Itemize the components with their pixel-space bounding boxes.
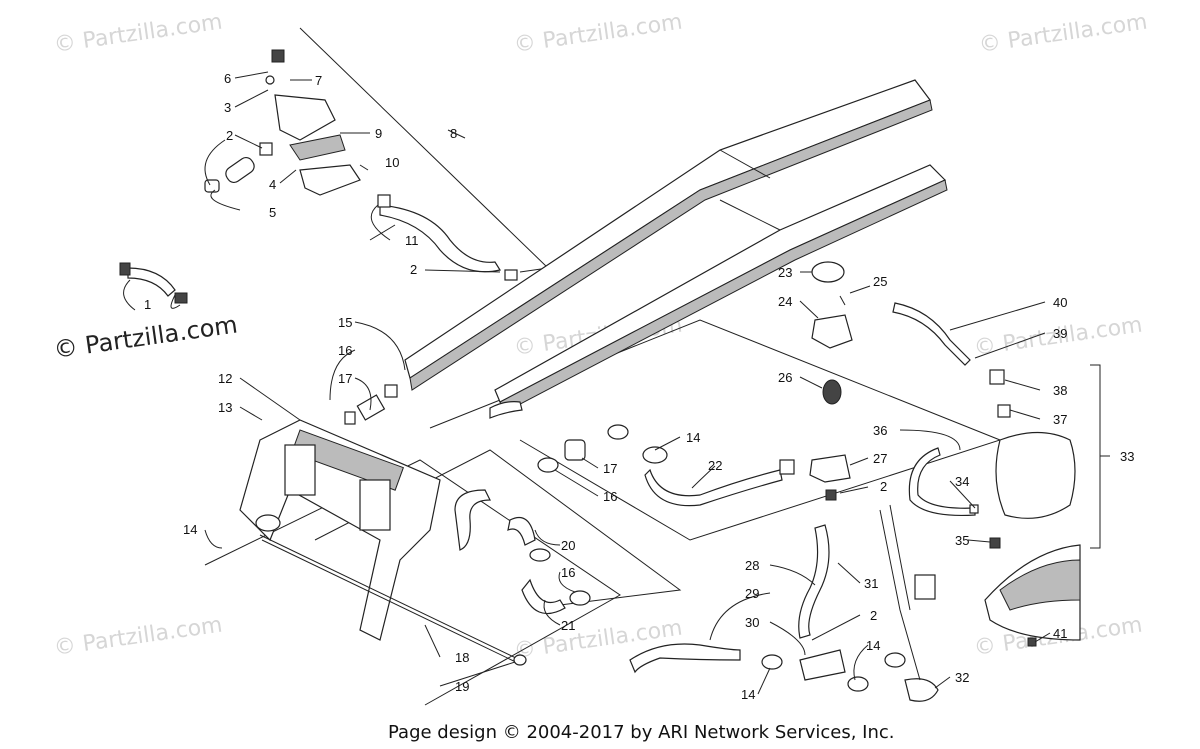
callout-14: 14 [686,430,700,445]
callout-32: 32 [955,670,969,685]
leader-lines [123,71,1051,695]
callout-26: 26 [778,370,792,385]
coolant-bottle [892,302,1076,549]
callout-39: 39 [1053,326,1067,341]
watermark-text: © Partzilla.com [977,10,1149,58]
callout-22: 22 [708,458,722,473]
callout-12: 12 [218,371,232,386]
watermark-text: © Partzilla.com [512,10,684,58]
callout-13: 13 [218,400,232,415]
footer-credit: Page design © 2004-2017 by ARI Network S… [388,722,895,743]
callout-17: 17 [603,461,617,476]
heat-exchanger [404,79,948,413]
callout-37: 37 [1053,412,1067,427]
watermark-text: © Partzilla.com [52,10,224,58]
callout-5: 5 [269,205,276,220]
callout-14: 14 [741,687,755,702]
hose-1 [119,262,188,304]
callout-36: 36 [873,423,887,438]
callout-10: 10 [385,155,399,170]
callout-4: 4 [269,177,276,192]
callout-labels: 1 2 2 2 2 3 4 5 6 7 8 9 10 11 12 13 14 1… [144,71,1134,702]
callout-2: 2 [870,608,877,623]
callout-16: 16 [338,343,352,358]
callout-2: 2 [880,479,887,494]
callout-40: 40 [1053,295,1067,310]
callout-18: 18 [455,650,469,665]
callout-23: 23 [778,265,792,280]
callout-41: 41 [1053,626,1067,641]
callout-30: 30 [745,615,759,630]
side-panel [879,504,1081,681]
callout-7: 7 [315,73,322,88]
callout-14: 14 [183,522,197,537]
watermark-main: © Partzilla.com [52,310,239,364]
assembly-outlines [204,27,1110,706]
callout-11: 11 [405,233,419,248]
callout-3: 3 [224,100,231,115]
callout-31: 31 [864,576,878,591]
callout-20: 20 [561,538,575,553]
callout-38: 38 [1053,383,1067,398]
bulkhead-frame [239,419,527,666]
callout-16: 16 [603,489,617,504]
callout-14: 14 [866,638,880,653]
callout-24: 24 [778,294,792,309]
thermostat-assembly [809,261,853,501]
watermark-text: © Partzilla.com [52,613,224,661]
callout-19: 19 [455,679,469,694]
callout-35: 35 [955,533,969,548]
callout-8: 8 [450,126,457,141]
hoses-lower [629,524,939,702]
callout-27: 27 [873,451,887,466]
callout-33: 33 [1120,449,1134,464]
callout-2: 2 [226,128,233,143]
callout-28: 28 [745,558,759,573]
callout-16: 16 [561,565,575,580]
callout-25: 25 [873,274,887,289]
callout-1: 1 [144,297,151,312]
callout-17: 17 [338,371,352,386]
callout-6: 6 [224,71,231,86]
callout-9: 9 [375,126,382,141]
callout-21: 21 [561,618,575,633]
callout-15: 15 [338,315,352,330]
callout-29: 29 [745,586,759,601]
filler-assembly [204,49,518,281]
callout-34: 34 [955,474,969,489]
callout-2: 2 [410,262,417,277]
